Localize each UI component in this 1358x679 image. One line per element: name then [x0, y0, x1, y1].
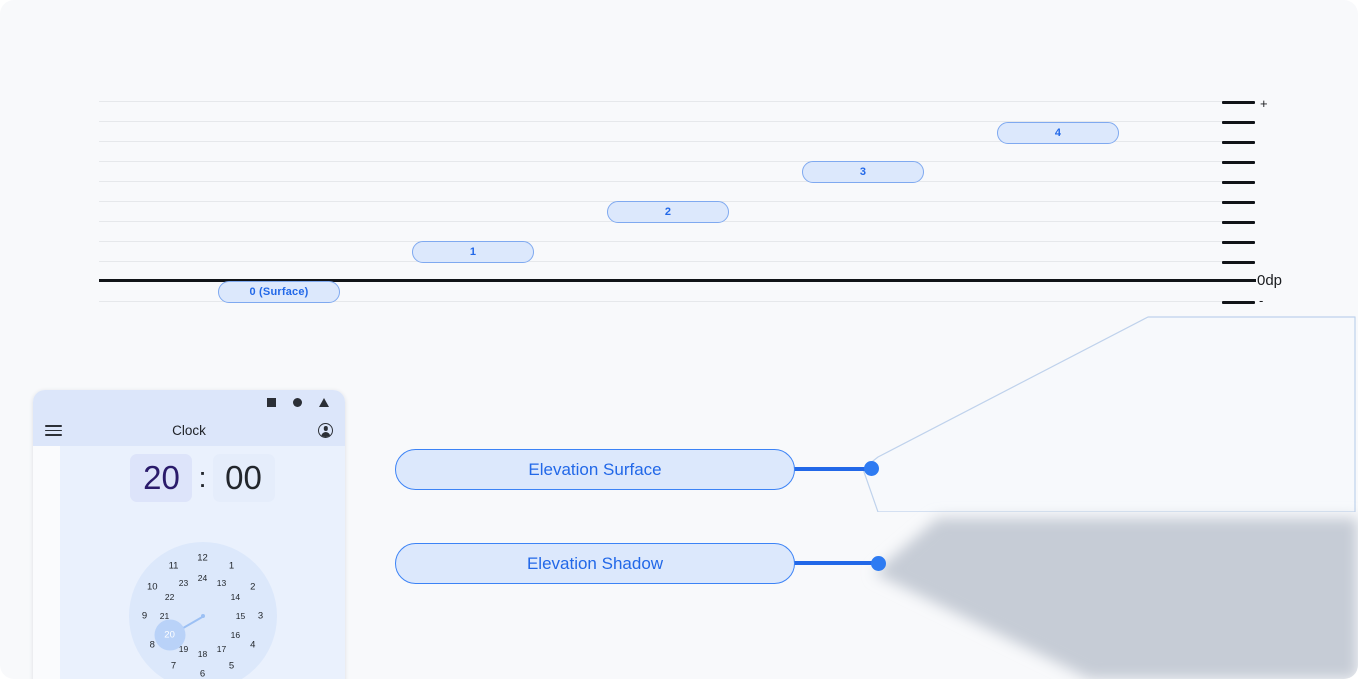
scale-tick — [1222, 301, 1255, 304]
triangle-icon — [319, 398, 329, 407]
gridline — [99, 261, 1236, 262]
scale-tick — [1222, 121, 1255, 124]
clock-number-16[interactable]: 16 — [230, 630, 241, 640]
gridline — [99, 141, 1236, 142]
gridline — [99, 301, 1236, 302]
clock-number-11[interactable]: 11 — [168, 560, 179, 572]
account-circle-icon[interactable] — [318, 423, 333, 438]
shadow-fill — [874, 518, 1358, 679]
surface-leader-line — [790, 467, 872, 471]
scale-tick — [1222, 241, 1255, 244]
clock-number-20[interactable]: 20 — [164, 629, 175, 641]
circle-icon — [293, 398, 302, 407]
navigation-rail[interactable] — [33, 446, 60, 679]
clock-number-5[interactable]: 5 — [228, 660, 235, 672]
scale-tick — [1222, 201, 1255, 204]
axis-label-plus: + — [1260, 96, 1268, 111]
gridline-baseline — [99, 279, 1256, 282]
scale-tick — [1222, 181, 1255, 184]
elevation-surface-shape — [862, 316, 1356, 512]
clock-number-7[interactable]: 7 — [170, 660, 177, 672]
axis-label-minus: - — [1259, 293, 1264, 308]
elevation-level-pill-0[interactable]: 0 (Surface) — [218, 281, 340, 303]
clock-number-1[interactable]: 1 — [228, 560, 235, 572]
status-bar — [33, 390, 345, 415]
gridline — [99, 121, 1236, 122]
scale-tick — [1222, 141, 1255, 144]
time-input-row: 20 : 00 — [60, 454, 345, 502]
elevation-surface-callout-label: Elevation Surface — [528, 459, 662, 479]
clock-number-23[interactable]: 23 — [178, 578, 189, 589]
elevation-level-pill-3[interactable]: 3 — [802, 161, 924, 183]
clock-number-10[interactable]: 10 — [146, 581, 158, 593]
clock-number-19[interactable]: 19 — [178, 643, 189, 654]
clock-number-18[interactable]: 18 — [197, 649, 208, 659]
elevation-scale: + 0dp - 4 3 2 1 0 (Surface) — [0, 0, 1358, 320]
clock-number-21[interactable]: 21 — [159, 611, 170, 621]
elevation-level-pill-4[interactable]: 4 — [997, 122, 1119, 144]
elevation-shadow-shape — [874, 518, 1358, 679]
clock-number-17[interactable]: 17 — [216, 643, 227, 654]
scale-tick — [1222, 161, 1255, 164]
clock-number-2[interactable]: 2 — [250, 581, 256, 593]
app-bar: Clock — [33, 415, 345, 446]
gridline — [99, 161, 1236, 162]
clock-number-22[interactable]: 22 — [164, 592, 175, 602]
shadow-leader-line — [790, 561, 880, 565]
elevation-surface-callout[interactable]: Elevation Surface — [395, 449, 795, 490]
clock-center-dot — [200, 614, 205, 618]
time-separator: : — [198, 461, 207, 494]
gridline — [99, 101, 1236, 102]
scale-tick — [1222, 101, 1255, 104]
axis-label-zero: 0dp — [1257, 272, 1283, 289]
elevation-shadow-callout-label: Elevation Shadow — [526, 553, 664, 573]
gridline — [99, 181, 1236, 182]
clock-number-8[interactable]: 8 — [149, 639, 155, 651]
scale-tick — [1222, 261, 1255, 264]
elevation-shadow-callout[interactable]: Elevation Shadow — [395, 543, 795, 584]
clock-number-15[interactable]: 15 — [235, 611, 246, 621]
clock-number-12[interactable]: 12 — [197, 552, 208, 564]
elevation-level-pill-2[interactable]: 2 — [607, 201, 729, 223]
hamburger-icon[interactable] — [45, 422, 62, 440]
clock-number-6[interactable]: 6 — [199, 668, 206, 679]
scale-tick — [1222, 221, 1255, 224]
minute-field[interactable]: 00 — [212, 454, 275, 502]
surface-outline — [862, 316, 1356, 512]
shadow-leader-dot[interactable] — [871, 556, 886, 571]
hour-field[interactable]: 20 — [130, 454, 193, 502]
clock-number-9[interactable]: 9 — [141, 610, 148, 622]
clock-number-13[interactable]: 13 — [216, 578, 227, 589]
gridline — [99, 241, 1236, 242]
clock-number-4[interactable]: 4 — [250, 639, 256, 651]
elevation-level-pill-1[interactable]: 1 — [412, 241, 534, 263]
surface-leader-dot[interactable] — [864, 461, 879, 476]
clock-number-24[interactable]: 24 — [197, 573, 208, 583]
square-icon — [267, 398, 276, 407]
clock-number-3[interactable]: 3 — [257, 610, 264, 622]
clock-number-14[interactable]: 14 — [230, 592, 241, 602]
clock-selection-dot — [154, 619, 186, 651]
page-title: Clock — [172, 423, 206, 438]
